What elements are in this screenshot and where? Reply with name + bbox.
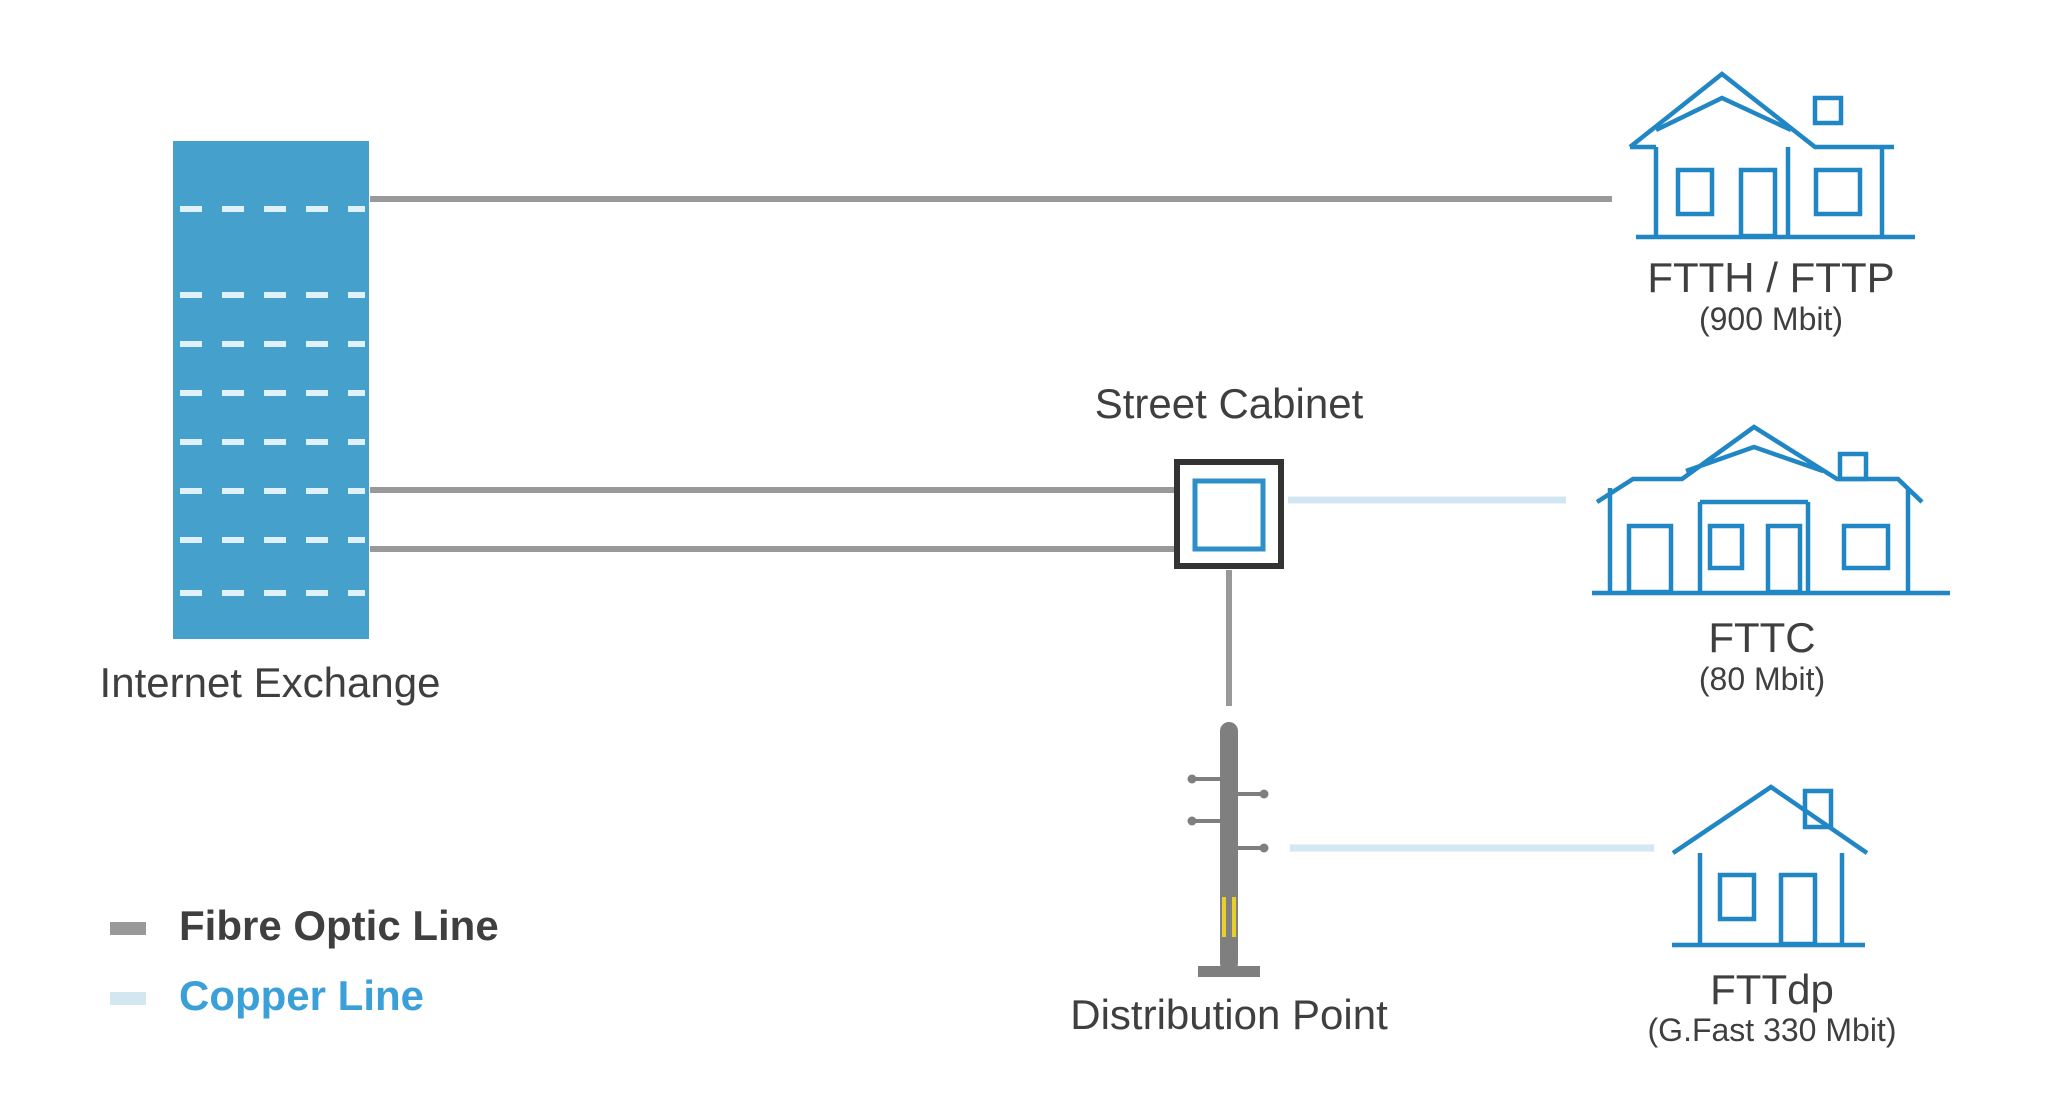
house-icon xyxy=(1628,71,1915,240)
legend-copper-swatch xyxy=(110,992,146,1005)
house-fttdp: FTTdp (G.Fast 330 Mbit) xyxy=(1648,784,1897,1048)
legend: Fibre Optic Line Copper Line xyxy=(110,902,499,1019)
fttc-speed: (80 Mbit) xyxy=(1699,661,1825,697)
cabinet-inner-icon xyxy=(1192,478,1266,552)
links xyxy=(370,196,1654,852)
legend-copper-label: Copper Line xyxy=(179,972,424,1019)
legend-fibre-label: Fibre Optic Line xyxy=(179,902,499,949)
house-fttc: FTTC (80 Mbit) xyxy=(1592,424,1950,697)
ftth-speed: (900 Mbit) xyxy=(1699,301,1843,337)
internet-exchange-label: Internet Exchange xyxy=(100,659,441,706)
street-cabinet: Street Cabinet xyxy=(1095,380,1364,569)
ftth-label: FTTH / FTTP xyxy=(1647,254,1894,301)
pole-base xyxy=(1198,966,1260,977)
house-ftth: FTTH / FTTP (900 Mbit) xyxy=(1628,71,1915,337)
pole-warning-band xyxy=(1222,897,1236,937)
pole-insulators xyxy=(1187,774,1269,853)
house-icon xyxy=(1592,424,1950,596)
legend-fibre-swatch xyxy=(110,922,146,935)
street-cabinet-label: Street Cabinet xyxy=(1095,380,1364,427)
distribution-point: Distribution Point xyxy=(1070,722,1388,1038)
internet-exchange: Internet Exchange xyxy=(100,141,441,706)
distribution-point-label: Distribution Point xyxy=(1070,991,1388,1038)
fttdp-speed: (G.Fast 330 Mbit) xyxy=(1648,1012,1897,1048)
telegraph-pole-icon xyxy=(1187,722,1269,977)
exchange-rack-lines xyxy=(180,206,365,596)
fttdp-label: FTTdp xyxy=(1710,966,1834,1013)
fttc-label: FTTC xyxy=(1708,614,1815,661)
pole-crossarms xyxy=(1192,777,1264,850)
house-icon xyxy=(1671,784,1869,948)
